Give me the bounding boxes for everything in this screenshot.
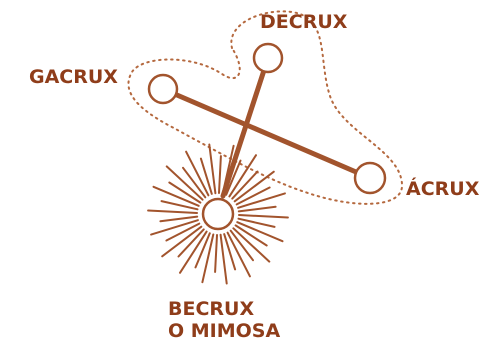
burst-ray bbox=[239, 207, 276, 212]
star-decrux-icon bbox=[254, 44, 282, 72]
star-gacrux-icon bbox=[149, 75, 177, 103]
label-becrux: BECRUX O MIMOSA bbox=[168, 298, 280, 342]
burst-ray bbox=[224, 234, 235, 269]
burst-ray bbox=[215, 235, 217, 272]
label-acrux: ÁCRUX bbox=[406, 178, 479, 200]
burst-ray bbox=[239, 215, 288, 218]
label-decrux: DECRUX bbox=[260, 11, 347, 33]
bar-decrux-becrux bbox=[223, 58, 268, 196]
burst-ray bbox=[202, 235, 213, 283]
bar-gacrux-acrux bbox=[163, 89, 370, 178]
star-becrux-icon bbox=[203, 199, 233, 229]
burst-ray bbox=[201, 159, 212, 194]
label-becrux-line2: O MIMOSA bbox=[168, 320, 280, 342]
burst-ray bbox=[148, 211, 197, 214]
burst-ray bbox=[160, 217, 197, 222]
label-gacrux: GACRUX bbox=[29, 66, 118, 88]
burst-ray bbox=[219, 156, 221, 193]
star-acrux-icon bbox=[355, 163, 385, 193]
label-becrux-line1: BECRUX bbox=[168, 298, 280, 320]
